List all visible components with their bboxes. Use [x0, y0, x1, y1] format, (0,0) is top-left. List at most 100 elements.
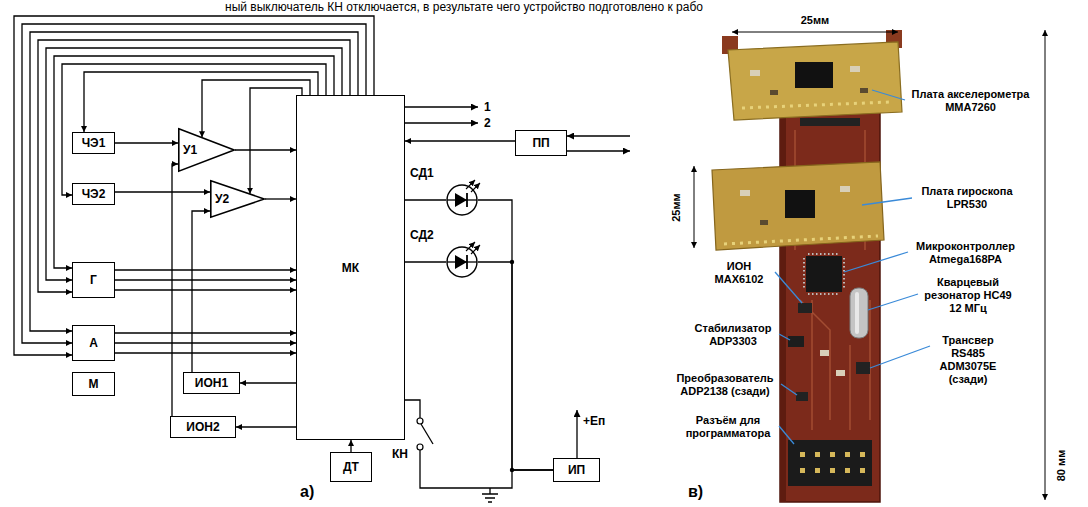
pin-row — [724, 236, 878, 244]
output-arrow — [405, 106, 478, 107]
reference-box: ИОН1 — [183, 372, 240, 394]
switch-contact — [417, 444, 423, 450]
callout: Микроконтроллер Atmega168PA — [908, 240, 1023, 266]
led-symbol: СД1 — [446, 184, 478, 216]
node-label: ИП — [568, 463, 585, 477]
ground-symbol — [488, 501, 492, 503]
pin — [830, 452, 835, 457]
connector — [240, 382, 296, 383]
gyroscope-box: Г — [72, 262, 115, 298]
ground-symbol — [485, 497, 495, 499]
magnetometer-box: М — [72, 372, 115, 396]
temperature-box: ДТ — [330, 452, 372, 482]
converter-chip — [796, 392, 808, 401]
node-label: М — [89, 377, 99, 391]
callout: Плата гироскопа LPR530 — [912, 185, 1022, 211]
diode-bar — [466, 193, 468, 207]
connector — [350, 440, 351, 452]
leader-line — [872, 90, 905, 100]
sensor-box: ЧЭ1 — [72, 132, 115, 154]
amplifier-triangle-shape — [211, 181, 264, 217]
connector — [115, 269, 296, 270]
transceiver-chip — [856, 362, 870, 374]
panel-letter: в) — [688, 483, 703, 501]
ground-wire — [420, 450, 512, 488]
led-outline — [446, 184, 478, 216]
amplifier-triangle-shape — [179, 129, 234, 171]
smd-part — [850, 66, 860, 72]
connector — [115, 342, 296, 343]
leader-line — [862, 198, 912, 205]
node-label: ИОН2 — [186, 420, 219, 434]
amplifier-triangle: У1 — [178, 128, 235, 172]
node-label: ДТ — [343, 460, 359, 474]
connector-pins — [800, 452, 865, 473]
node-label: СД1 — [410, 166, 434, 180]
bus-output-arrow — [567, 150, 630, 151]
output-number: 1 — [484, 100, 491, 114]
connector — [405, 199, 446, 200]
pin — [800, 452, 805, 457]
callout: Разъём для программатора — [680, 414, 776, 440]
smd-part — [840, 186, 850, 192]
cut-text: ный выключатель КН отключается, в резуль… — [225, 0, 703, 14]
accelerometer-box: А — [72, 325, 115, 361]
callout: Кварцевый резонатор HC49 12 МГц — [918, 276, 1018, 315]
reference-box: ИОН2 — [170, 416, 236, 438]
panel-letter: а) — [300, 483, 314, 501]
callout: Преобразователь ADP2138 (сзади) — [672, 372, 778, 398]
power-box: ИП — [553, 458, 600, 482]
callout: Трансвер RS485 ADM3075E (сзади) — [932, 334, 1004, 386]
leader-line — [779, 334, 790, 340]
node-label: У2 — [215, 192, 229, 206]
connector — [115, 332, 296, 333]
callout: Стабилизатор ADP3303 — [690, 322, 776, 348]
connector — [172, 164, 178, 416]
supply-arrow — [576, 410, 577, 458]
pin — [860, 452, 865, 457]
dimension-line — [732, 32, 898, 33]
connector — [478, 200, 553, 470]
connector — [405, 140, 515, 141]
ground-symbol — [489, 488, 490, 494]
connector — [115, 289, 296, 290]
crystal-highlight — [855, 292, 859, 334]
connector — [84, 72, 318, 132]
light-arrow — [471, 245, 480, 254]
leader-line — [870, 346, 930, 368]
node-label: ЧЭ2 — [82, 187, 106, 201]
bus-input-arrow — [567, 135, 630, 136]
diode-bar — [466, 255, 468, 269]
microcontroller-chip — [806, 256, 842, 292]
reference-chip — [798, 303, 812, 313]
gyroscope-board — [712, 162, 884, 250]
connector — [115, 279, 296, 280]
regulator-chip — [788, 336, 804, 347]
switch-contact — [417, 418, 423, 424]
programming-connector — [788, 440, 872, 486]
accelerometer-board — [728, 42, 902, 120]
accelerometer-chip — [795, 62, 833, 88]
smd-part — [740, 190, 750, 196]
led-circle — [447, 247, 477, 277]
connector — [115, 191, 210, 192]
dimension-line — [694, 166, 695, 248]
board-edge — [780, 100, 786, 502]
node-label: У1 — [183, 143, 197, 157]
microcontroller-box: МК — [296, 95, 405, 440]
connector — [236, 426, 296, 427]
diode-triangle — [455, 193, 467, 207]
smd-part — [860, 88, 868, 93]
connector — [54, 56, 334, 268]
led-symbol: СД2 — [446, 246, 478, 278]
connector — [250, 88, 302, 194]
pin-header — [800, 118, 860, 126]
supply-name: +Eп — [583, 414, 605, 428]
gyroscope-chip — [785, 190, 815, 218]
switch-wire — [405, 400, 420, 418]
connector — [62, 64, 326, 195]
pin — [800, 468, 805, 473]
